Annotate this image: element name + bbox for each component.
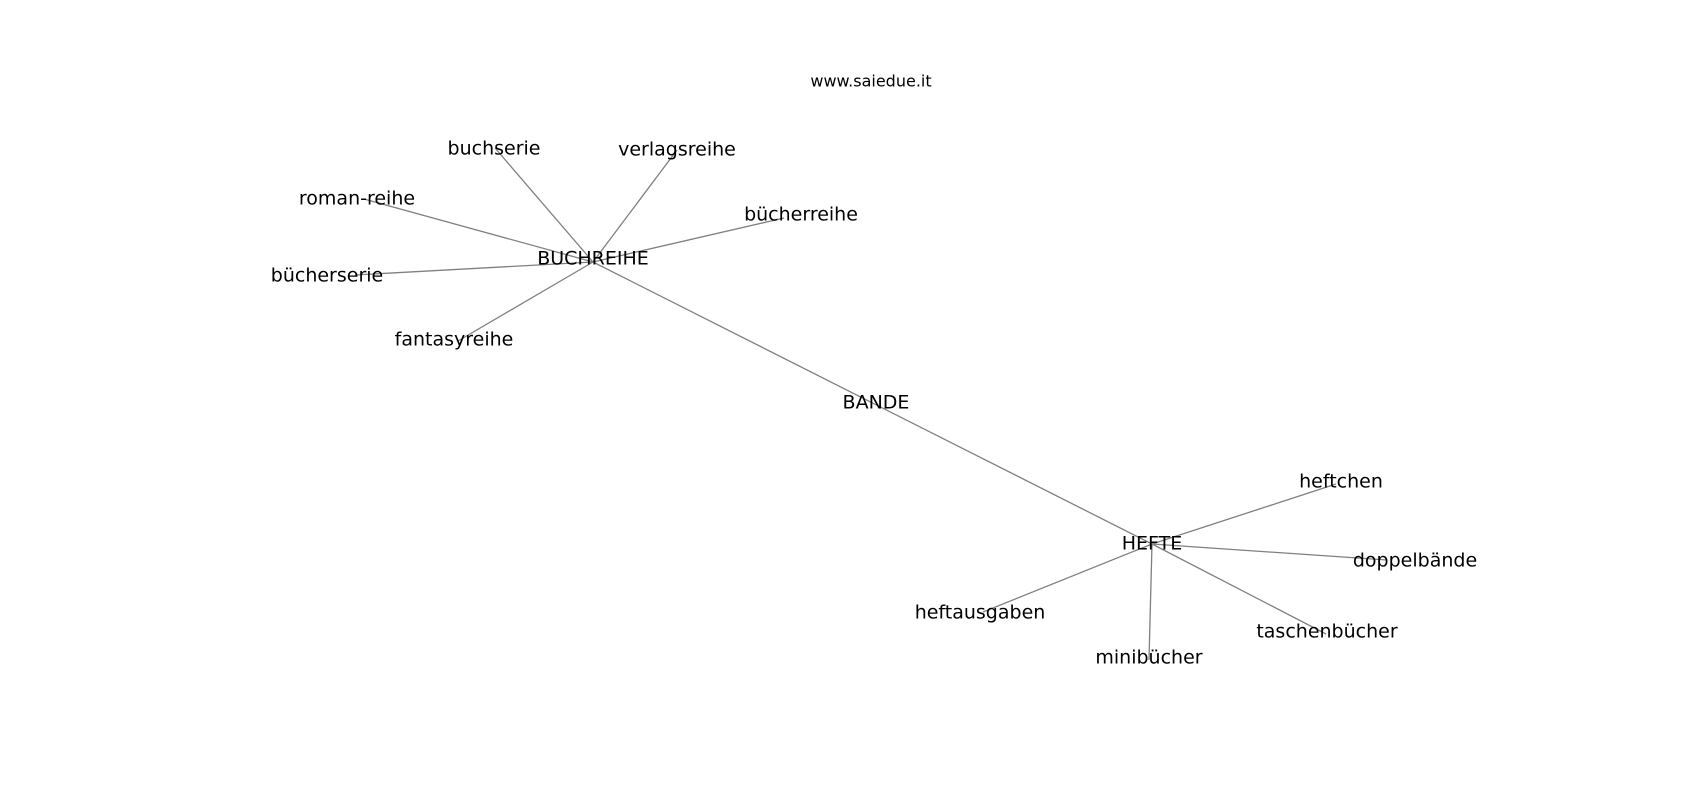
edge-layer [354,147,1388,661]
node-buchserie: buchserie [448,138,541,160]
node-verlagsreihe: verlagsreihe [618,139,736,161]
edge-buchreihe-hefte [592,261,1153,545]
edge-hefte-heftchen [1151,483,1337,545]
node-heftausgaben: heftausgaben [915,602,1046,624]
edge-hefte-minibuecher [1148,543,1153,661]
edge-buchreihe-buchserie [494,147,594,263]
node-taschenbuecher: taschenbücher [1256,621,1397,643]
node-minibuecher: minibücher [1095,647,1202,669]
node-layer: BANDE BUCHREIHE HEFTE buchserie verlagsr… [271,138,1477,669]
node-bande: BANDE [843,392,910,414]
edge-buchreihe-buecherreihe [592,217,785,263]
edge-buchreihe-verlagsreihe [592,149,678,263]
node-hefte: HEFTE [1122,533,1183,555]
edge-buchreihe-roman-reihe [363,198,594,263]
node-heftchen: heftchen [1299,471,1383,493]
edge-buchreihe-fantasyreihe [457,261,594,342]
edge-hefte-doppelbaende [1151,543,1388,561]
edge-buchreihe-buecherserie [354,261,594,276]
edge-hefte-heftausgaben [982,543,1153,613]
node-fantasyreihe: fantasyreihe [395,329,514,351]
node-buecherserie: bücherserie [271,265,383,287]
node-roman-reihe: roman-reihe [299,188,415,210]
node-buchreihe: BUCHREIHE [537,248,649,270]
edge-hefte-taschenbuecher [1151,543,1327,635]
node-buecherreihe: bücherreihe [744,204,858,226]
site-watermark: www.saiedue.it [810,72,931,91]
node-doppelbaende: doppelbände [1353,550,1477,572]
